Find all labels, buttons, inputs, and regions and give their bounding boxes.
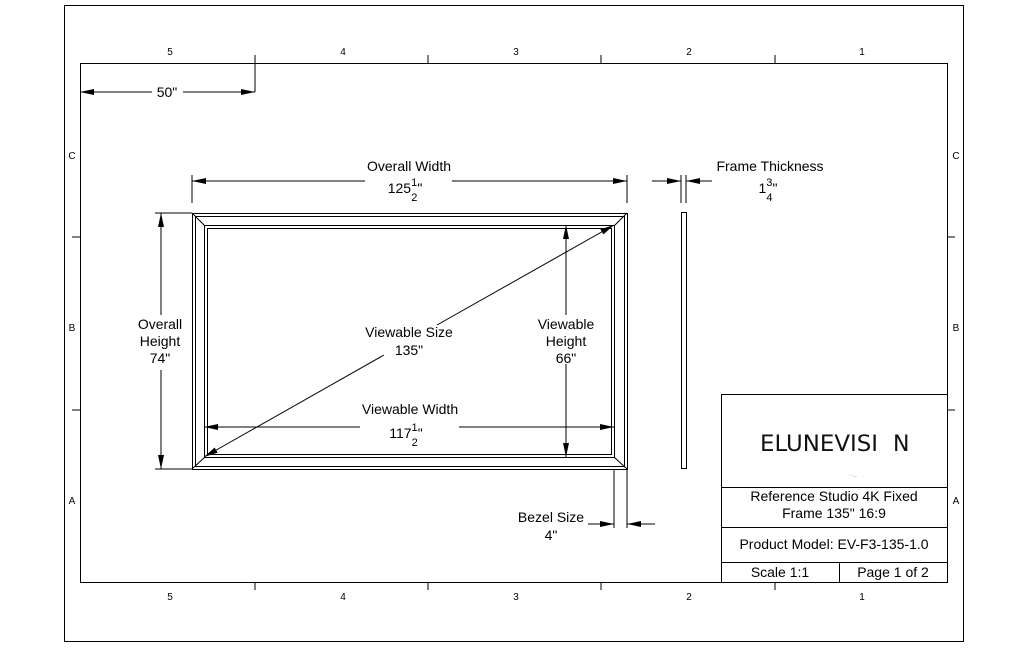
numerator: 1	[412, 422, 418, 434]
viewable-size-value: 135"	[395, 342, 423, 358]
denominator: 2	[411, 192, 417, 204]
zone-row-c-right: C	[952, 151, 959, 162]
product-title-line1: Reference Studio 4K Fixed	[750, 488, 917, 504]
zone-col-1: 1	[859, 47, 865, 58]
scale-label: Scale 1:1	[751, 564, 810, 580]
zone-row-b-right: B	[953, 323, 960, 334]
frame-thickness-value: 13 4"	[758, 177, 777, 204]
zone-row-a-right: A	[953, 496, 960, 507]
viewable-height-value: 66"	[556, 350, 577, 366]
screen-frame-front-view	[191, 212, 628, 470]
zone-ticks	[72, 55, 955, 590]
zone-col-2: 2	[686, 47, 692, 58]
zone-col-3-bottom: 3	[513, 592, 519, 603]
title-block: ELUNEVISI N Reference Studio 4K Fixed Fr…	[721, 394, 948, 583]
bezel-size-dimension: Bezel Size 4"	[518, 469, 655, 543]
viewable-width-label: Viewable Width	[362, 401, 458, 417]
overall-height-value: 74"	[150, 350, 171, 366]
scale-bar-label: 50"	[157, 84, 178, 100]
overall-height-line2: Height	[140, 333, 181, 349]
unit: "	[418, 425, 423, 441]
whole: 117	[389, 425, 412, 441]
zone-col-4: 4	[340, 47, 346, 58]
product-title-line2: Frame 135" 16:9	[782, 505, 886, 521]
outer-border	[64, 5, 964, 642]
product-model: Product Model: EV-F3-135-1.0	[739, 536, 928, 552]
numerator: 1	[411, 177, 417, 189]
zone-row-a: A	[69, 496, 76, 507]
whole: 1	[758, 180, 766, 196]
viewable-size-label: Viewable Size	[365, 324, 453, 340]
overall-width-value: 1251 2"	[388, 177, 423, 204]
viewable-width-value: 1171 2"	[389, 422, 423, 449]
viewable-height-line2: Height	[546, 333, 587, 349]
zone-col-5-bottom: 5	[167, 592, 173, 603]
screen-frame-side-view	[681, 212, 687, 469]
scale-bar: 50"	[80, 55, 256, 100]
overall-width-label: Overall Width	[367, 158, 451, 174]
numerator: 3	[766, 177, 772, 189]
viewable-size-dimension: Viewable Size 135"	[203, 224, 615, 458]
zone-col-2-bottom: 2	[686, 592, 692, 603]
denominator: 4	[766, 192, 772, 204]
zone-col-5: 5	[167, 47, 173, 58]
viewable-width-dimension: Viewable Width 1171 2"	[204, 401, 614, 449]
inner-border	[80, 63, 948, 583]
zone-col-3: 3	[513, 47, 519, 58]
unit: "	[773, 180, 778, 196]
viewable-height-line1: Viewable	[538, 316, 595, 332]
viewable-height-dimension: Viewable Height 66"	[538, 225, 595, 457]
overall-height-line1: Overall	[138, 316, 182, 332]
bezel-size-label: Bezel Size	[518, 509, 584, 525]
zone-col-1-bottom: 1	[859, 592, 865, 603]
denominator: 2	[412, 437, 418, 449]
logo-text: ELUNEVISI	[760, 432, 878, 457]
whole: 125	[388, 180, 412, 196]
bezel-size-value: 4"	[545, 527, 558, 543]
frame-thickness-dimension: Frame Thickness 13 4"	[652, 158, 824, 204]
unit: "	[417, 180, 422, 196]
zone-row-c: C	[68, 151, 75, 162]
zone-col-4-bottom: 4	[340, 592, 346, 603]
zone-labels: 5 4 3 2 1 5 4 3 2 1 C B A C B A	[68, 47, 959, 603]
page-number: Page 1 of 2	[857, 564, 929, 580]
zone-row-b: B	[69, 323, 76, 334]
overall-width-dimension: Overall Width 1251 2"	[191, 158, 628, 204]
overall-height-dimension: Overall Height 74"	[138, 212, 192, 470]
logo-text-end: N	[893, 432, 909, 457]
frame-thickness-label: Frame Thickness	[716, 158, 823, 174]
elunevision-logo: ELUNEVISI N	[760, 402, 909, 477]
